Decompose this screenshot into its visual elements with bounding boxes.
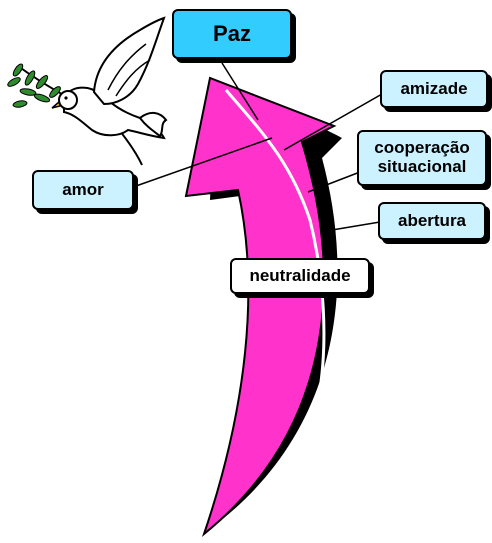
label-cooperacao-line1: cooperação bbox=[374, 139, 469, 158]
dove-with-olive-branch-icon bbox=[6, 18, 166, 165]
label-cooperacao-situacional: cooperação situacional bbox=[357, 130, 487, 186]
label-neutralidade: neutralidade bbox=[230, 258, 370, 294]
label-amizade: amizade bbox=[380, 70, 488, 108]
label-cooperacao-line2: situacional bbox=[378, 158, 467, 177]
label-abertura-text: abertura bbox=[398, 212, 466, 231]
label-paz-text: Paz bbox=[213, 22, 251, 46]
label-amizade-text: amizade bbox=[400, 80, 467, 99]
label-amor: amor bbox=[32, 170, 134, 210]
label-abertura: abertura bbox=[378, 202, 486, 240]
label-paz: Paz bbox=[172, 9, 292, 59]
label-neutralidade-text: neutralidade bbox=[249, 267, 350, 286]
label-amor-text: amor bbox=[62, 181, 104, 200]
